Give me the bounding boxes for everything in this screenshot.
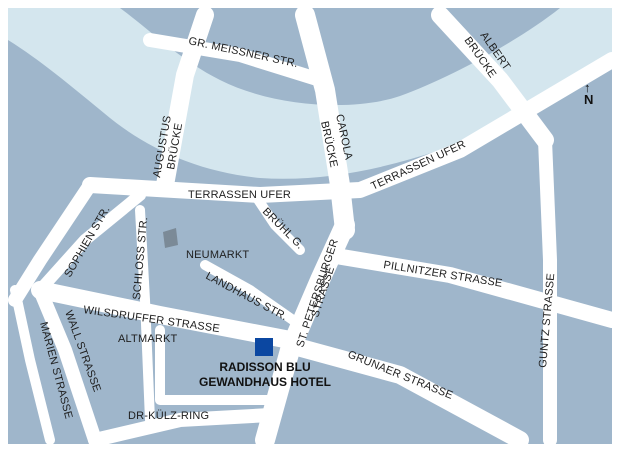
north-letter: N [584,92,593,107]
road-altmarkt-block [155,325,275,405]
label-neumarkt: NEUMARKT [186,249,249,261]
road-landhaus-str [200,260,305,330]
road-guntz-strasse [538,133,557,447]
road-augustus-bruecke [156,6,214,194]
road-network [8,5,620,450]
label-dr-kuelz-ring: DR-KÜLZ-RING [128,410,209,422]
road-sophien-str [34,189,146,296]
road-marien-strasse [10,285,55,445]
road-schloss-str [135,205,155,425]
hotel-name-line2: GEWANDHAUS HOTEL [199,375,331,389]
hotel-name-line1: RADISSON BLU [219,360,310,374]
north-arrow-icon: ↑ [584,80,591,95]
road-albert-bruecke [431,6,554,149]
road-carola-bruecke [295,5,355,240]
north-indicator: ↑ N [584,80,593,107]
road-dr-kuelz-ring [88,408,277,447]
label-altmarkt: ALTMARKT [118,333,178,345]
road-wilsdruffer-strasse [31,281,299,349]
road-gr-meissner-str [143,33,327,87]
road-pillnitzer-strasse [322,247,620,328]
road-inner-ring [8,178,97,307]
hotel-marker [255,338,273,356]
road-wall-strasse [33,283,102,447]
label-terrassen-ufer-mid: TERRASSEN UFER [188,189,291,201]
river-elbe [8,8,612,179]
road-bruehl-g [250,190,305,255]
road-terrassen-ufer [82,52,620,203]
landmark-marker [163,228,178,248]
road-grunaer-strasse [281,336,529,449]
